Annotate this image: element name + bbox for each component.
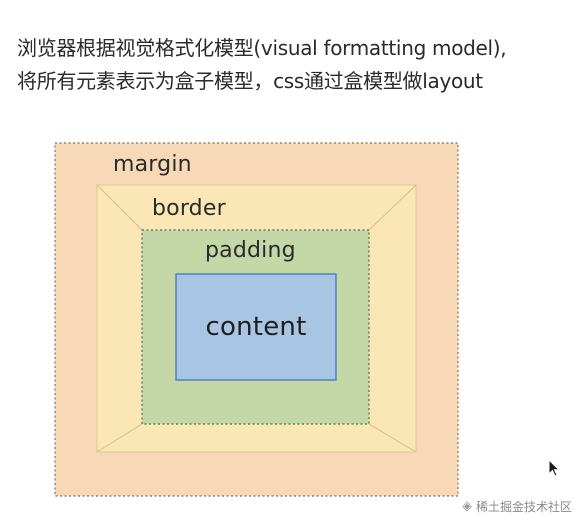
border-bevel-bottom-left	[96, 423, 143, 453]
margin-label: margin	[113, 152, 192, 177]
description-line-1: 浏览器根据视觉格式化模型(visual formatting model),	[17, 36, 507, 60]
watermark-text: 稀土掘金技术社区	[475, 500, 572, 514]
border-bevel-bottom-right	[368, 423, 417, 453]
description-text: 浏览器根据视觉格式化模型(visual formatting model), 将…	[17, 32, 577, 98]
juejin-logo-icon: ◈	[461, 499, 472, 514]
border-bevel-top-left	[96, 184, 143, 231]
content-label: content	[205, 312, 307, 342]
border-label: border	[152, 196, 226, 221]
description-line-2: 将所有元素表示为盒子模型，css通过盒模型做layout	[17, 69, 483, 93]
padding-label: padding	[205, 238, 296, 263]
mouse-pointer-icon	[548, 459, 560, 477]
content-box	[175, 273, 337, 381]
border-bevel-top-right	[368, 184, 417, 231]
watermark: ◈ 稀土掘金技术社区	[462, 498, 572, 515]
